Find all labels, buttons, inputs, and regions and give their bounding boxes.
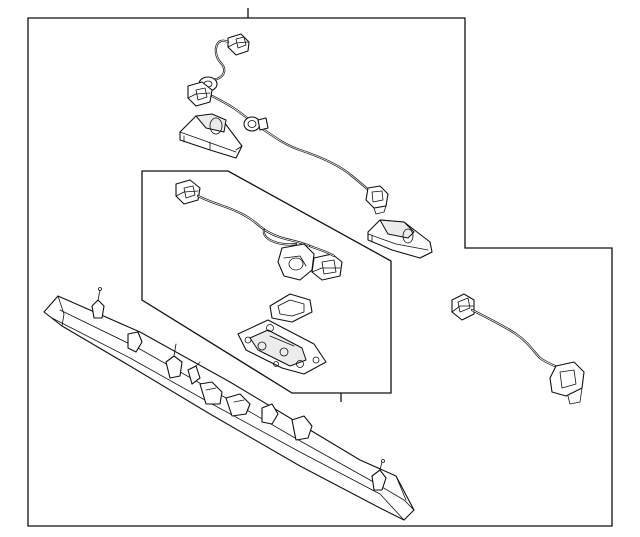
connector-icon: [451, 293, 475, 321]
bulb-socket-icon: [243, 116, 269, 132]
stud-icon: [371, 459, 387, 491]
connector-icon: [187, 81, 213, 107]
camera-wiring-harness: [175, 179, 343, 281]
stud-icon: [165, 343, 183, 379]
clip-icon: [225, 393, 251, 417]
side-connector-harness: [451, 293, 585, 405]
upper-wiring-harness: [187, 33, 389, 215]
stud-icon: [91, 287, 105, 319]
camera-bracket: [277, 243, 315, 281]
stud-icon: [127, 331, 143, 353]
clip-icon: [291, 415, 313, 441]
license-lamp-right: [367, 219, 433, 259]
clip-icon: [199, 381, 223, 405]
connector-icon: [175, 179, 201, 205]
connector-icon: [227, 33, 250, 56]
stud-icon: [187, 361, 201, 385]
connector-icon: [365, 185, 389, 215]
camera-gasket: [269, 293, 313, 323]
stud-icon: [261, 403, 279, 425]
outer-frame: [27, 17, 613, 527]
camera-mount-plate: [237, 319, 327, 375]
license-lamp-left: [179, 113, 243, 159]
connector-icon: [549, 361, 585, 405]
connector-icon: [311, 253, 343, 281]
inner-frame: [141, 170, 392, 394]
tailgate-applique-garnish: [43, 287, 415, 521]
